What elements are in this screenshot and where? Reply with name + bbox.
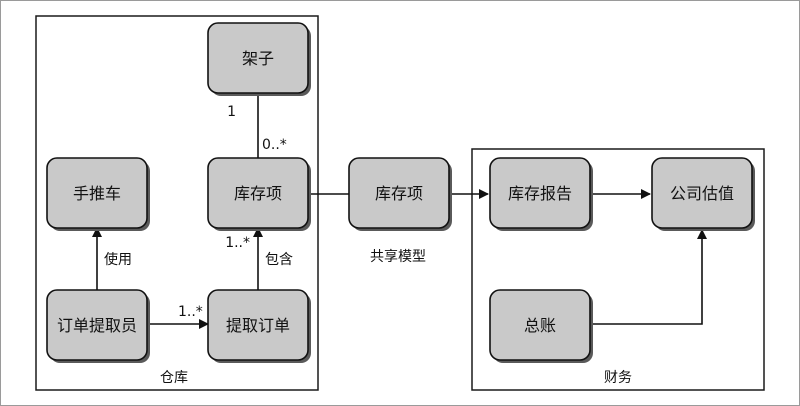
node-company-valuation-label: 公司估值 (670, 184, 734, 203)
node-inventory-report: 库存报告 (489, 157, 593, 231)
label-item-multiplicity: 0..* (262, 137, 287, 153)
label-shelf-multiplicity: 1 (227, 104, 236, 120)
label-contains: 包含 (265, 252, 293, 268)
node-inventory-item-warehouse-label: 库存项 (234, 184, 282, 203)
node-inventory-item-warehouse: 库存项 (207, 157, 311, 231)
node-cart-label: 手推车 (73, 184, 121, 203)
finance-context-frame (471, 148, 765, 391)
finance-context-label: 财务 (604, 370, 632, 386)
label-uses: 使用 (104, 251, 132, 268)
node-company-valuation: 公司估值 (651, 157, 755, 231)
node-order-picker-label: 订单提取员 (57, 316, 137, 335)
warehouse-context-frame (35, 15, 319, 391)
node-pick-order: 提取订单 (207, 289, 311, 363)
shared-model-label: 共享模型 (370, 248, 426, 265)
warehouse-context-label: 仓库 (160, 370, 188, 386)
node-general-ledger-label: 总账 (524, 316, 556, 335)
edge-ledger-to-valuation (591, 229, 707, 325)
node-general-ledger: 总账 (489, 289, 593, 363)
node-cart: 手推车 (46, 157, 150, 231)
node-order-picker: 订单提取员 (46, 289, 150, 363)
node-shelf: 架子 (207, 22, 311, 96)
node-inventory-report-label: 库存报告 (508, 184, 572, 203)
label-picker-to-order-multiplicity: 1..* (178, 304, 203, 320)
node-shelf-label: 架子 (242, 49, 274, 68)
node-inventory-item-shared: 库存项 (348, 157, 452, 231)
node-pick-order-label: 提取订单 (226, 316, 290, 335)
node-inventory-item-shared-label: 库存项 (375, 184, 423, 203)
label-contains-multiplicity: 1..* (225, 235, 250, 251)
